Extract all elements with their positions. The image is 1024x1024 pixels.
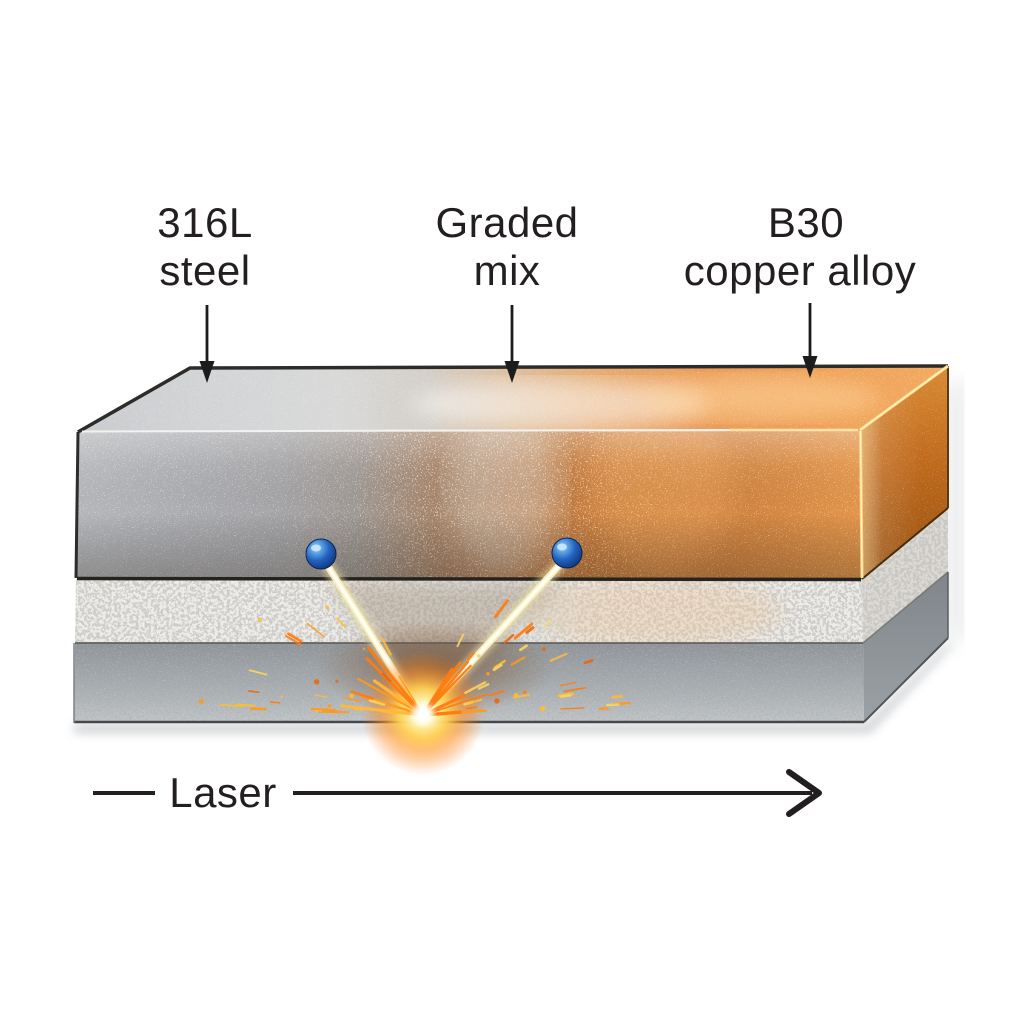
spark-rays bbox=[198, 599, 631, 717]
block-edges bbox=[74, 364, 949, 582]
down-arrow-graded-icon bbox=[504, 305, 520, 383]
label-copper-b30-line2: copper alloy bbox=[684, 247, 916, 294]
nozzle-sphere-right bbox=[551, 537, 583, 569]
material-labels: 316L steel Graded mix B30 copper alloy bbox=[157, 199, 916, 294]
down-arrow-copper-icon bbox=[802, 303, 818, 378]
down-arrow-steel-icon bbox=[199, 305, 215, 383]
layer-edges bbox=[73, 571, 949, 724]
laser-annotation: Laser bbox=[93, 769, 822, 817]
label-steel-316l: 316L steel bbox=[157, 199, 252, 294]
label-graded-mix-line2: mix bbox=[474, 247, 541, 294]
label-graded-mix: Graded mix bbox=[435, 199, 578, 294]
label-graded-mix-line1: Graded bbox=[435, 199, 578, 246]
label-steel-316l-line2: steel bbox=[159, 247, 250, 294]
label-copper-b30: B30 copper alloy bbox=[684, 199, 916, 294]
laser-arrowhead-icon bbox=[786, 769, 822, 817]
pointer-arrows bbox=[199, 303, 818, 383]
graded-block bbox=[74, 364, 949, 582]
laser-label: Laser bbox=[169, 769, 277, 816]
nozzle-sphere-left bbox=[305, 538, 337, 570]
label-copper-b30-line1: B30 bbox=[768, 199, 844, 246]
label-steel-316l-line1: 316L bbox=[157, 199, 252, 246]
drop-shadow bbox=[74, 382, 963, 733]
laser-process bbox=[198, 537, 631, 775]
spark-burst bbox=[198, 599, 631, 775]
substrate-side-face bbox=[863, 572, 948, 723]
